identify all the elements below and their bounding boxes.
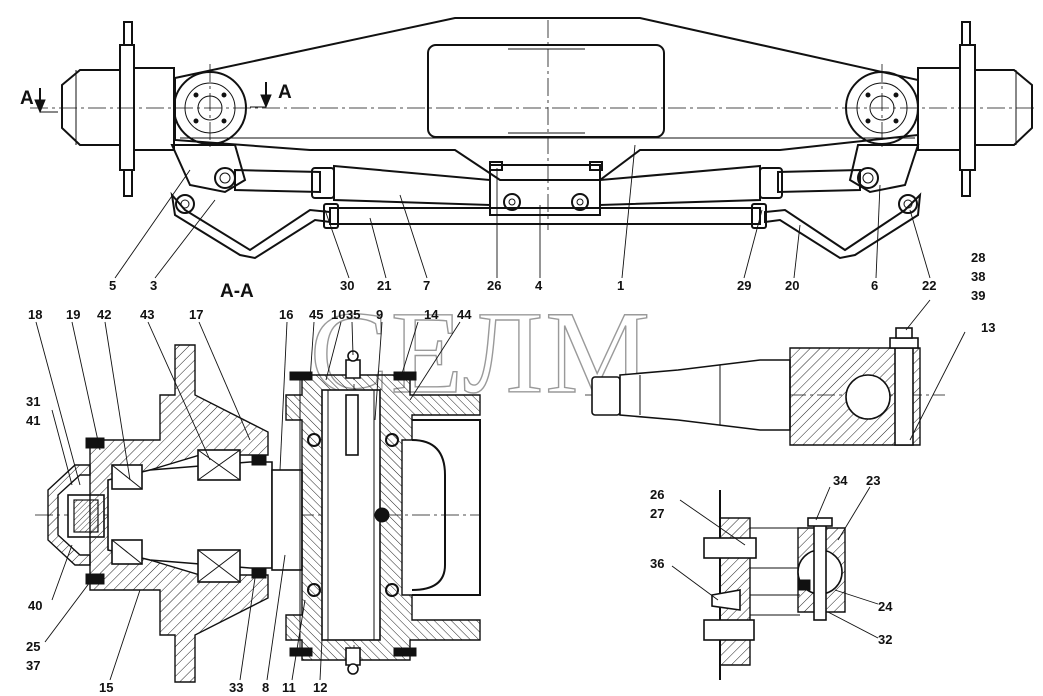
callout-26: 26 bbox=[487, 278, 501, 293]
callout-33: 33 bbox=[229, 680, 243, 695]
callout-38: 38 bbox=[971, 269, 985, 284]
bracket-detail bbox=[671, 486, 879, 680]
callout-29: 29 bbox=[737, 278, 751, 293]
callout-24: 24 bbox=[878, 599, 893, 614]
callout-15: 15 bbox=[99, 680, 113, 695]
callout-9: 9 bbox=[376, 307, 383, 322]
callout-32: 32 bbox=[878, 632, 892, 647]
callout-5: 5 bbox=[109, 278, 116, 293]
callout-4: 4 bbox=[535, 278, 543, 293]
callout-31: 31 bbox=[26, 394, 40, 409]
callout-44: 44 bbox=[457, 307, 472, 322]
callout-40: 40 bbox=[28, 598, 42, 613]
section-a-a-view: А-А bbox=[35, 281, 481, 683]
callout-16: 16 bbox=[279, 307, 293, 322]
callout-6: 6 bbox=[871, 278, 878, 293]
callout-23: 23 bbox=[866, 473, 880, 488]
tie-rod-end-detail bbox=[585, 299, 966, 446]
callout-36: 36 bbox=[650, 556, 664, 571]
axle-beam bbox=[174, 17, 919, 181]
callout-42: 42 bbox=[97, 307, 111, 322]
callout-45: 45 bbox=[309, 307, 323, 322]
callout-30: 30 bbox=[340, 278, 354, 293]
callout-25: 25 bbox=[26, 639, 40, 654]
callout-13: 13 bbox=[981, 320, 995, 335]
callout-22: 22 bbox=[922, 278, 936, 293]
callout-35: 35 bbox=[346, 307, 360, 322]
section-title: А-А bbox=[220, 281, 254, 302]
callout-11: 11 bbox=[282, 680, 296, 695]
callout-20: 20 bbox=[785, 278, 799, 293]
callout-8: 8 bbox=[262, 680, 269, 695]
callout-27: 27 bbox=[650, 506, 664, 521]
callout-18: 18 bbox=[28, 307, 42, 322]
callout-28: 28 bbox=[971, 250, 985, 265]
callout-26-detail: 26 bbox=[650, 487, 664, 502]
axle-top-view: А А bbox=[20, 17, 1035, 279]
callout-1: 1 bbox=[617, 278, 624, 293]
callout-labels: 1 3 4 5 6 7 20 21 22 26 29 30 28 38 39 1… bbox=[26, 250, 995, 695]
section-marker-left: А bbox=[20, 88, 34, 109]
callout-21: 21 bbox=[377, 278, 391, 293]
section-marker-right: А bbox=[278, 82, 292, 103]
callout-17: 17 bbox=[189, 307, 203, 322]
callout-34: 34 bbox=[833, 473, 848, 488]
callout-12: 12 bbox=[313, 680, 327, 695]
callout-19: 19 bbox=[66, 307, 80, 322]
callout-37: 37 bbox=[26, 658, 40, 673]
callout-41: 41 bbox=[26, 413, 40, 428]
callout-43: 43 bbox=[140, 307, 154, 322]
callout-7: 7 bbox=[423, 278, 430, 293]
callout-10: 10 bbox=[331, 307, 345, 322]
callout-14: 14 bbox=[424, 307, 439, 322]
callout-3: 3 bbox=[150, 278, 157, 293]
callout-39: 39 bbox=[971, 288, 985, 303]
